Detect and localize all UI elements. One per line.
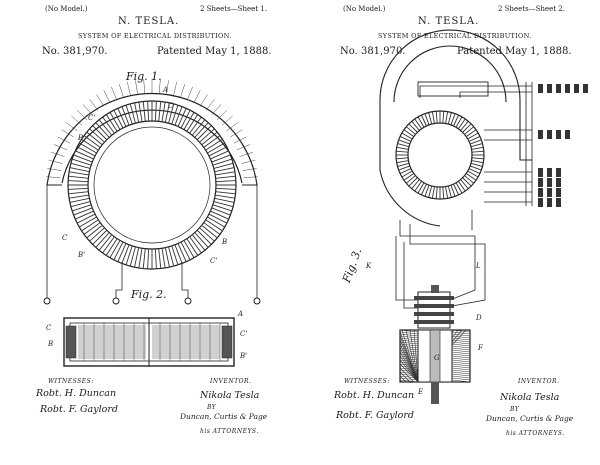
witness-signature-2: Robt. F. Gaylord: [336, 410, 414, 421]
lamp: [556, 198, 561, 207]
patent-number: No. 381,970.: [42, 46, 108, 57]
lamp: [538, 178, 543, 187]
label-fig2-A: A: [237, 310, 243, 318]
lamp: [583, 84, 588, 93]
attorneys-caption: his ATTORNEYS.: [200, 428, 259, 435]
label-fig2-C: C: [46, 324, 52, 332]
armature-ring: [395, 110, 485, 200]
lamp: [565, 130, 570, 139]
inventor-signature: Nikola Tesla: [200, 390, 260, 401]
patent-sheet-2: (No Model.) 2 Sheets—Sheet 2. N. TESLA. …: [300, 0, 600, 465]
lamp: [538, 84, 543, 93]
inventor-caption: INVENTOR.: [518, 378, 560, 385]
field-magnet-frame: [379, 29, 532, 227]
lamp: [556, 168, 561, 177]
attorney-signature: Duncan, Curtis & Page: [486, 414, 574, 423]
generator-armature: [399, 285, 471, 404]
witness-signature-2: Robt. F. Gaylord: [40, 404, 118, 415]
lamp: [538, 168, 543, 177]
figure-2-label: Fig. 2.: [131, 288, 167, 301]
lamp: [556, 84, 561, 93]
terminal-posts: [43, 297, 261, 305]
inventor-caption: INVENTOR.: [210, 378, 252, 385]
label-G: G: [434, 354, 440, 362]
attorneys-caption: his ATTORNEYS.: [506, 430, 565, 437]
patent-date: Patented May 1, 1888.: [157, 46, 272, 57]
label-Cp-right: C': [210, 257, 217, 265]
label-A: A: [162, 86, 168, 94]
patent-title: SYSTEM OF ELECTRICAL DISTRIBUTION.: [378, 32, 532, 40]
label-F: F: [477, 344, 484, 352]
lamp: [574, 84, 579, 93]
lamp: [547, 178, 552, 187]
label-D: D: [475, 314, 482, 322]
patent-date: Patented May 1, 1888.: [457, 46, 572, 57]
field-magnet-arc: [46, 79, 258, 186]
lamp: [538, 198, 543, 207]
inventor-name: N. TESLA.: [118, 16, 180, 27]
figure-1-and-2-drawing: A C C' B C B' B C' C B A C' B': [43, 79, 261, 367]
witness-signature-1: Robt. H. Duncan: [36, 388, 117, 399]
lamp: [556, 130, 561, 139]
lamp: [538, 188, 543, 197]
label-fig2-B: B: [47, 340, 53, 348]
inventor-signature: Nikola Tesla: [500, 392, 560, 403]
armature-ring: [67, 100, 237, 270]
generator-leads: [395, 210, 486, 309]
figure-3-drawing: K L G F E D: [365, 29, 588, 404]
patent-title: SYSTEM OF ELECTRICAL DISTRIBUTION.: [78, 32, 232, 40]
label-E: E: [417, 388, 423, 396]
lamp: [547, 198, 552, 207]
attorney-signature: Duncan, Curtis & Page: [180, 412, 268, 421]
lamp: [538, 130, 543, 139]
figure-1-label: Fig. 1.: [126, 70, 162, 83]
collector-rings: [414, 291, 454, 329]
no-model-label: (No Model.): [343, 5, 386, 13]
patent-sheet-1: (No Model.) 2 Sheets—Sheet 1. N. TESLA. …: [36, 5, 272, 435]
by-label: BY: [510, 406, 520, 413]
label-B: B: [77, 134, 83, 142]
sheet-count: 2 Sheets—Sheet 1.: [200, 5, 267, 13]
label-C: C: [168, 102, 174, 110]
label-L: L: [475, 262, 481, 270]
ring-cross-section: [63, 317, 235, 367]
lamp: [565, 84, 570, 93]
witnesses-caption: WITNESSES:: [344, 378, 390, 385]
no-model-label: (No Model.): [45, 5, 88, 13]
inventor-name: N. TESLA.: [418, 16, 480, 27]
lamp: [556, 188, 561, 197]
label-fig2-Cp: C': [240, 330, 247, 338]
witnesses-caption: WITNESSES:: [48, 378, 94, 385]
label-B-right: B: [221, 238, 227, 246]
label-C-left: C: [62, 234, 68, 242]
lamp-bank: [538, 84, 588, 207]
patent-number: No. 381,970.: [340, 46, 406, 57]
lamp: [547, 188, 552, 197]
label-fig2-Bp: B': [239, 352, 247, 360]
label-K: K: [365, 262, 372, 270]
lamp: [547, 168, 552, 177]
line-conductors: [419, 82, 533, 206]
lamp: [547, 130, 552, 139]
label-Bp: B': [77, 251, 85, 259]
witness-signature-1: Robt. H. Duncan: [334, 390, 415, 401]
coil-leads: [46, 185, 258, 298]
sheet-count: 2 Sheets—Sheet 2.: [498, 5, 565, 13]
label-Cp: C': [88, 114, 95, 122]
lamp: [547, 84, 552, 93]
by-label: BY: [207, 404, 217, 411]
lamp: [556, 178, 561, 187]
